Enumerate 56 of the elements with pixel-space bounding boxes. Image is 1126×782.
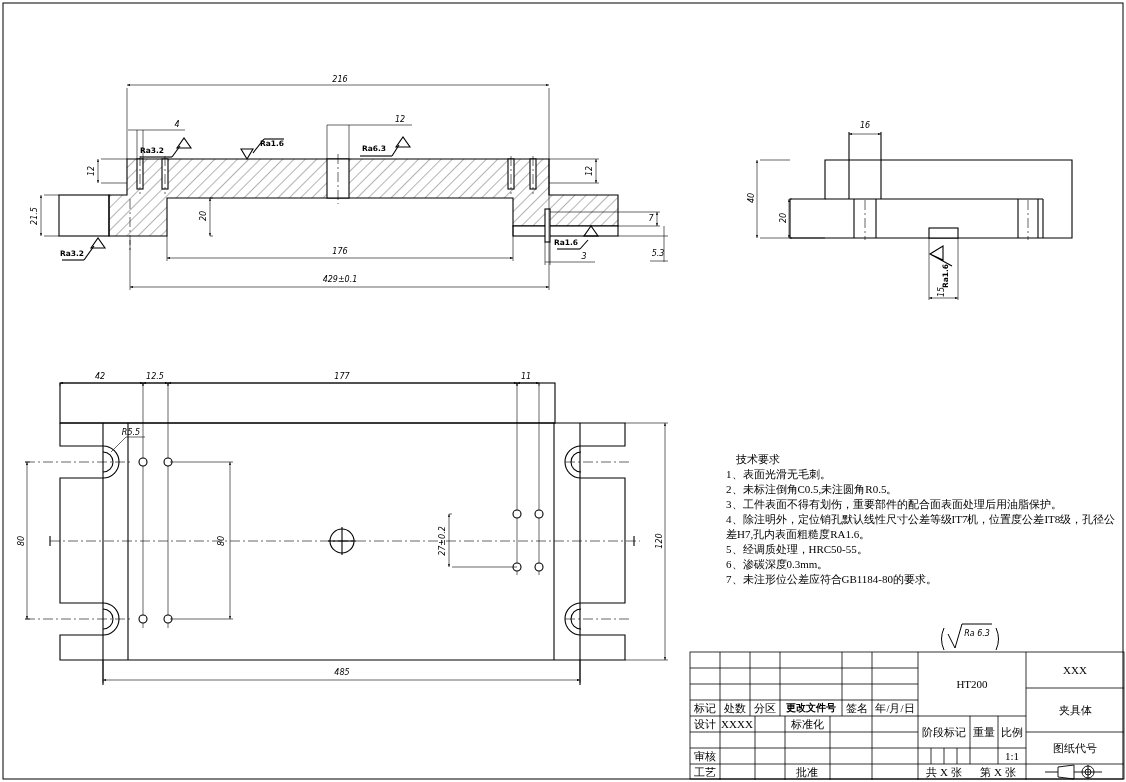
dimension-value: 176	[332, 248, 348, 256]
notes-heading: 技术要求	[735, 452, 781, 467]
title-block-text: 签名	[846, 702, 868, 714]
dimension-value: 4	[174, 121, 180, 129]
note-text: 2、未标注倒角C0.5,未注圆角R0.5。	[726, 482, 899, 497]
note-text: 1、表面光滑无毛刺。	[726, 467, 832, 482]
title-block-text: 工艺	[694, 766, 716, 778]
note-text: 7、未注形位公差应符合GB1184-80的要求。	[726, 572, 939, 587]
title-block-text: 更改文件号	[786, 703, 836, 713]
title-block-text: 设计	[694, 718, 716, 730]
dimension-value: 177	[334, 373, 350, 381]
title-block-text: 图纸代号	[1053, 742, 1097, 754]
dimension-value: 3	[581, 253, 587, 261]
dimension-value: R5.5	[121, 429, 141, 437]
title-block-text: 批准	[796, 766, 818, 778]
title-block-text: 处数	[724, 702, 746, 714]
title-block-text: 重量	[973, 726, 995, 738]
dimension-value: 216	[332, 76, 348, 84]
dimension-value: 429±0.1	[322, 276, 358, 284]
title-block-text: 审核	[694, 750, 716, 762]
title-block-text: 标记	[694, 702, 716, 714]
dimension-value: 40	[748, 192, 756, 204]
title-block-text: 夹具体	[1058, 704, 1092, 716]
dimension-value: 12	[586, 165, 594, 177]
title-block-text: XXXX	[721, 718, 753, 730]
title-block-text: 分区	[754, 702, 776, 714]
dimension-value: 120	[656, 533, 664, 549]
title-block-text: 1:1	[1004, 750, 1020, 762]
dimension-value: 80	[18, 535, 26, 547]
note-text: 3、工件表面不得有划伤，重要部件的配合面表面处理后用油脂保护。	[726, 497, 1063, 512]
title-block-text: 标准化	[790, 718, 824, 730]
note-text: 4、除注明外，定位销孔默认线性尺寸公差等级IT7机，位置度公差IT8级，孔径公差H7,孔内表面粗糙度RA1.6。	[726, 512, 1117, 542]
dimension-value: 5.3	[651, 250, 665, 258]
title-block-text: HT200	[956, 678, 988, 690]
dimension-value: 27±0.2	[439, 526, 447, 556]
title-block-text: 阶段标记	[922, 726, 966, 738]
title-block-text: 比例	[1001, 726, 1023, 738]
dimension-value: 7	[648, 215, 654, 223]
note-text: 6、渗碳深度0.3mm。	[726, 557, 830, 572]
dimension-value: 12	[88, 165, 96, 177]
title-block-text: 年/月/日	[875, 702, 915, 714]
dimension-value: 12.5	[146, 373, 164, 381]
note-text: 5、经调质处理，HRC50-55。	[726, 542, 869, 557]
dimension-value: 80	[218, 535, 226, 547]
roughness-value: Ra 6.3	[964, 630, 990, 638]
dimension-value: 20	[200, 210, 208, 222]
dimension-value: 21.5	[31, 207, 39, 225]
dimension-value: 20	[780, 212, 788, 224]
dimension-value: 42	[94, 373, 106, 381]
title-block-text: 第 X 张	[980, 766, 1016, 778]
title-block-text: 共 X 张	[926, 766, 962, 778]
dimension-value: 485	[334, 669, 350, 677]
dimension-value: 12	[394, 116, 406, 124]
title-block-text: XXX	[1063, 664, 1087, 676]
dimension-value: 16	[859, 122, 871, 130]
dimension-value: 11	[520, 373, 532, 381]
